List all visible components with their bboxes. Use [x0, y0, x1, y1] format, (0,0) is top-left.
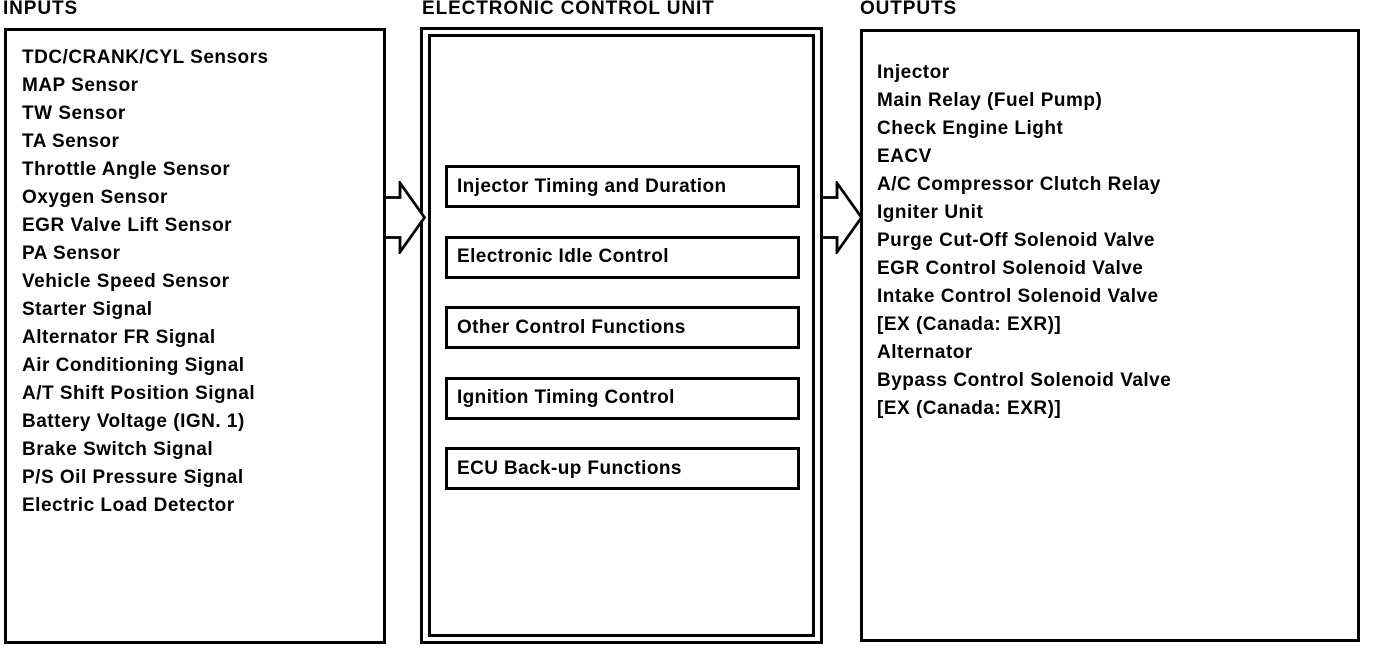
inputs-box: [4, 28, 386, 644]
input-item: Electric Load Detector: [22, 495, 235, 516]
input-item: Alternator FR Signal: [22, 327, 216, 348]
output-item: Main Relay (Fuel Pump): [877, 90, 1103, 111]
ecu-function-box: Other Control Functions: [445, 306, 800, 349]
outputs-title: OUTPUTS: [860, 0, 958, 19]
ecu-function-list: Injector Timing and Duration Electronic …: [445, 165, 800, 490]
flow-arrow-ecu-to-outputs-icon: [823, 181, 863, 254]
output-item: EGR Control Solenoid Valve: [877, 258, 1144, 279]
output-item: EACV: [877, 146, 932, 167]
output-item: Bypass Control Solenoid Valve: [877, 370, 1172, 391]
input-item: Throttle Angle Sensor: [22, 159, 231, 180]
input-item: EGR Valve Lift Sensor: [22, 215, 233, 236]
output-item: Purge Cut-Off Solenoid Valve: [877, 230, 1155, 251]
input-item: TA Sensor: [22, 131, 120, 152]
outputs-list: Injector Main Relay (Fuel Pump) Check En…: [877, 59, 1171, 423]
ecu-function-box: Ignition Timing Control: [445, 376, 800, 420]
outputs-box: [860, 29, 1360, 642]
ecu-function-box: ECU Back-up Functions: [445, 447, 800, 490]
input-item: A/T Shift Position Signal: [22, 383, 256, 404]
output-item: Injector: [877, 62, 950, 83]
input-item: TDC/CRANK/CYL Sensors: [22, 47, 269, 68]
input-item: TW Sensor: [22, 103, 126, 124]
input-item: Oxygen Sensor: [22, 187, 168, 208]
output-item: A/C Compressor Clutch Relay: [877, 174, 1161, 195]
input-item: Vehicle Speed Sensor: [22, 271, 230, 292]
ecu-inner-box: [428, 34, 815, 637]
input-item: Air Conditioning Signal: [22, 355, 245, 376]
output-item: [EX (Canada: EXR)]: [877, 314, 1062, 335]
inputs-title: INPUTS: [3, 0, 79, 19]
ecu-title: ELECTRONIC CONTROL UNIT: [422, 0, 715, 19]
ecu-function-box: Electronic Idle Control: [445, 235, 800, 279]
output-item: Igniter Unit: [877, 202, 984, 223]
input-item: MAP Sensor: [22, 75, 139, 96]
input-item: Battery Voltage (IGN. 1): [22, 411, 245, 432]
output-item: [EX (Canada: EXR)]: [877, 398, 1062, 419]
output-item: Check Engine Light: [877, 118, 1064, 139]
input-item: PA Sensor: [22, 243, 121, 264]
input-item: Brake Switch Signal: [22, 439, 214, 460]
flow-arrow-inputs-to-ecu-icon: [386, 181, 426, 254]
inputs-list: TDC/CRANK/CYL Sensors MAP Sensor TW Sens…: [22, 44, 269, 520]
output-item: Intake Control Solenoid Valve: [877, 286, 1159, 307]
ecu-function-box: Injector Timing and Duration: [445, 165, 800, 208]
output-item: Alternator: [877, 342, 973, 363]
input-item: P/S Oil Pressure Signal: [22, 467, 244, 488]
input-item: Starter Signal: [22, 299, 153, 320]
